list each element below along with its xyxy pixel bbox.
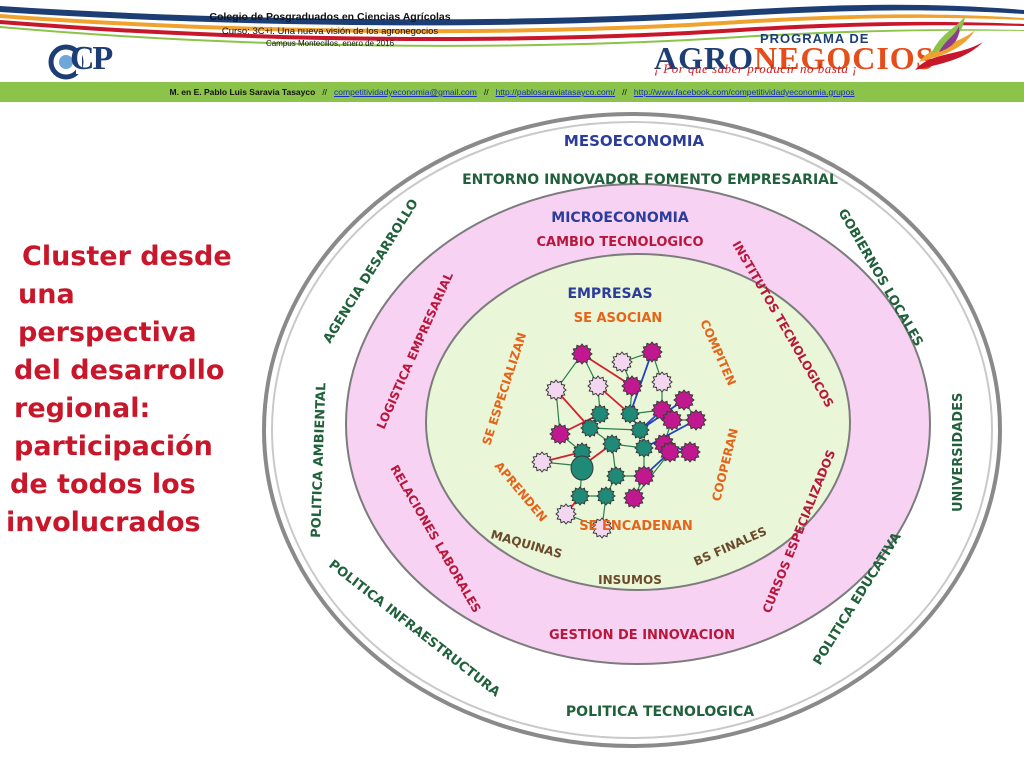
firm-node <box>620 404 640 424</box>
label-microeconomia: MICROECONOMIA <box>551 210 689 226</box>
slide-title: Cluster desde una perspectiva del desarr… <box>6 238 246 542</box>
firm-node <box>531 451 553 473</box>
firm-node <box>596 486 616 506</box>
label-politica-tecnologica: POLITICA TECNOLOGICA <box>566 704 754 720</box>
title-line: involucrados <box>6 507 201 538</box>
author-name: M. en E. Pablo Luis Saravia Tasayco <box>169 87 316 97</box>
label-gestion-innovacion: GESTION DE INNOVACION <box>549 628 735 643</box>
label-se-encadenan: SE ENCADENAN <box>579 519 693 534</box>
label-politica-ambiental: POLITICA AMBIENTAL <box>309 382 329 538</box>
program-name: AGRONEGOCIOS <box>654 40 934 77</box>
separator: // <box>483 87 489 97</box>
network-link <box>629 351 653 415</box>
cluster-diagram: MESOECONOMIA ENTORNO INNOVADOR FOMENTO E… <box>262 112 1002 748</box>
label-mesoeconomia: MESOECONOMIA <box>564 132 705 150</box>
label-universidades: UNIVERSIDADES <box>951 393 966 512</box>
firm-node <box>571 343 593 365</box>
separator: // <box>322 87 328 97</box>
contact-bar: M. en E. Pablo Luis Saravia Tasayco // c… <box>0 82 1024 102</box>
firm-node <box>580 418 600 438</box>
separator: // <box>622 87 627 97</box>
slide-header: Colegio de Posgraduados en Ciencias Agrí… <box>0 0 1024 82</box>
firm-node-large <box>570 455 594 481</box>
firm-node <box>602 434 622 454</box>
title-line: participación <box>14 431 213 462</box>
firm-node <box>570 486 590 506</box>
firm-node <box>630 420 650 440</box>
firm-node <box>641 341 663 363</box>
title-line: regional: <box>14 393 151 424</box>
firm-node <box>685 409 707 431</box>
program-name-b: NEGOCIOS <box>754 40 935 76</box>
label-empresas: EMPRESAS <box>567 286 652 302</box>
firm-node <box>634 438 654 458</box>
firm-node <box>549 423 571 445</box>
firm-node <box>651 371 673 393</box>
website-link[interactable]: http://pablosaraviatasayco.com/ <box>495 87 616 97</box>
firm-node <box>679 441 701 463</box>
firm-network <box>531 341 707 539</box>
firm-node <box>633 465 655 487</box>
cp-logo-icon <box>48 44 84 80</box>
firm-node <box>591 517 613 539</box>
firm-node <box>621 375 643 397</box>
title-line: una <box>18 279 75 310</box>
institution-name: Colegio de Posgraduados en Ciencias Agrí… <box>209 11 451 23</box>
outer-ring-inner-edge <box>271 121 993 739</box>
cp-logo-text: CP <box>70 40 113 77</box>
firm-node <box>661 409 683 431</box>
firm-node <box>611 351 633 373</box>
label-cambio-tecnologico: CAMBIO TECNOLOGICO <box>536 235 703 250</box>
inner-core-empresas <box>425 253 851 591</box>
email-link[interactable]: competitividadyeconomia@gmail.com <box>334 87 477 97</box>
firm-node <box>673 389 695 411</box>
label-entorno: ENTORNO INNOVADOR FOMENTO EMPRESARIAL <box>462 172 838 188</box>
firm-node <box>623 487 645 509</box>
firm-node <box>659 441 681 463</box>
title-line: Cluster desde <box>22 241 232 272</box>
title-line: del desarrollo <box>14 355 225 386</box>
label-se-asocian: SE ASOCIAN <box>574 311 663 326</box>
program-slogan: ¡ Por que saber producir no basta ¡ <box>654 61 858 76</box>
header-swoosh <box>0 4 1024 47</box>
firm-node <box>590 404 610 424</box>
course-name: Curso: 3C+i. Una nueva visión de los agr… <box>221 26 439 37</box>
facebook-link[interactable]: http://www.facebook.com/competitividadye… <box>633 87 855 97</box>
label-insumos: INSUMOS <box>598 573 662 587</box>
place-date: Campus Montecillos, enero de 2016 <box>265 39 395 48</box>
firm-node <box>587 375 609 397</box>
program-label: PROGRAMA DE <box>760 31 870 46</box>
program-name-a: AGRO <box>654 40 754 76</box>
agronegocios-swirl-icon <box>915 16 983 70</box>
firm-node <box>545 379 567 401</box>
firm-node <box>555 503 577 525</box>
firm-node <box>606 466 626 486</box>
title-line: de todos los <box>10 469 196 500</box>
title-line: perspectiva <box>18 317 197 348</box>
